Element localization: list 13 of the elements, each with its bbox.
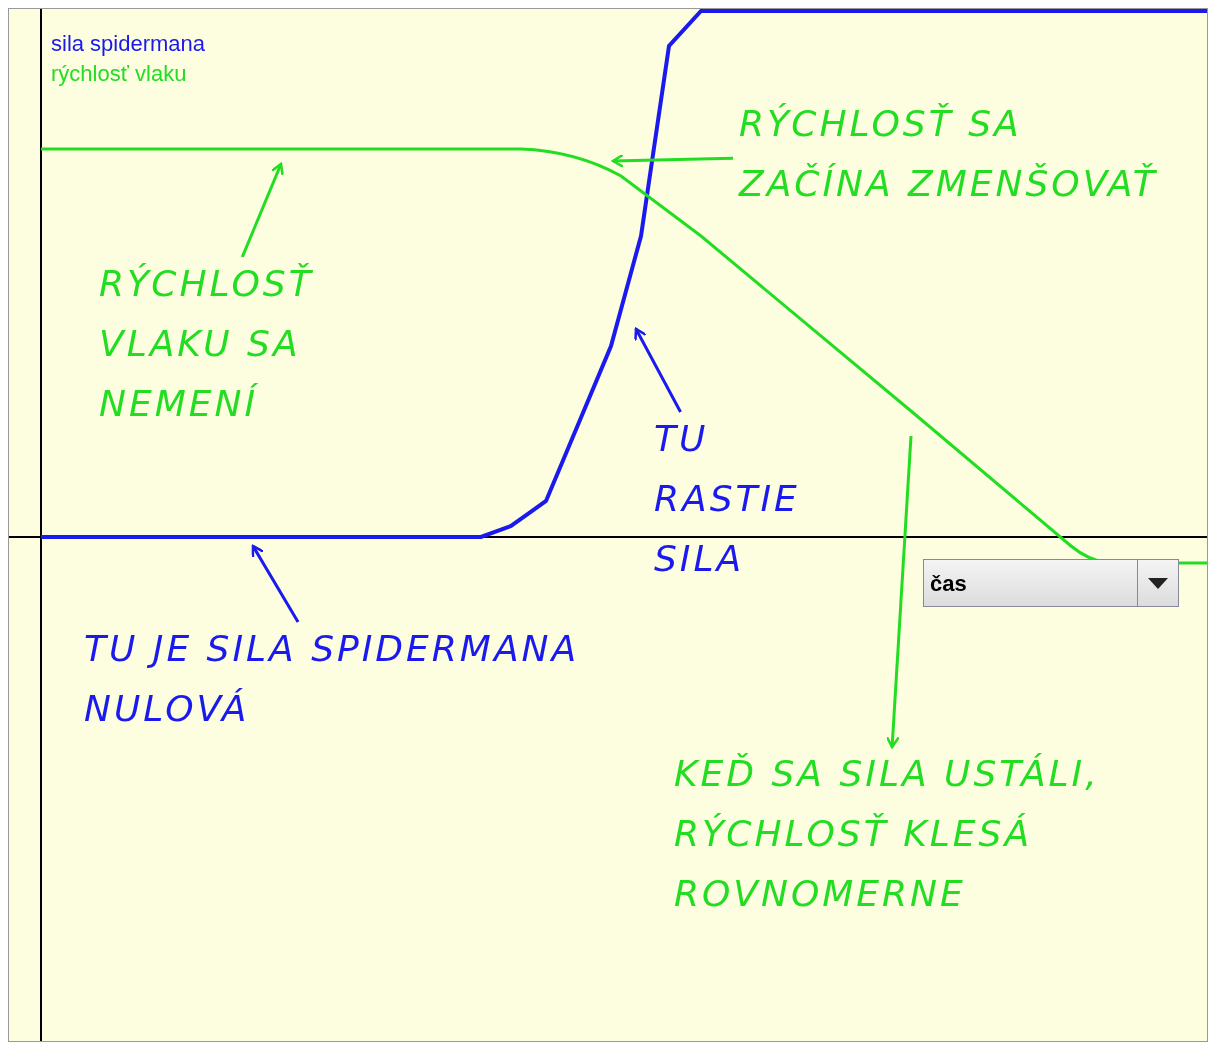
arrow bbox=[634, 327, 682, 413]
handwritten-note: RÝCHLOSŤ VLAKU SA NEMENÍ bbox=[99, 254, 389, 434]
legend-entry: sila spidermana bbox=[51, 31, 206, 57]
handwritten-note: TU RASTIE SILA bbox=[654, 409, 824, 589]
arrow bbox=[240, 162, 284, 258]
arrow bbox=[885, 435, 913, 749]
arrow bbox=[611, 153, 734, 168]
handwritten-note: RÝCHLOSŤ SA ZAČÍNA ZMENŠOVAŤ bbox=[739, 94, 1159, 214]
arrow bbox=[251, 544, 300, 623]
dropdown: čas bbox=[923, 559, 1179, 607]
handwritten-note: TU JE SILA SPIDERMANA NULOVÁ bbox=[84, 619, 644, 739]
legend-entry: rýchlosť vlaku bbox=[51, 61, 187, 87]
handwritten-note: KEĎ SA SILA USTÁLI, RÝCHLOSŤ KLESÁ ROVNOMERNE bbox=[674, 744, 1174, 924]
